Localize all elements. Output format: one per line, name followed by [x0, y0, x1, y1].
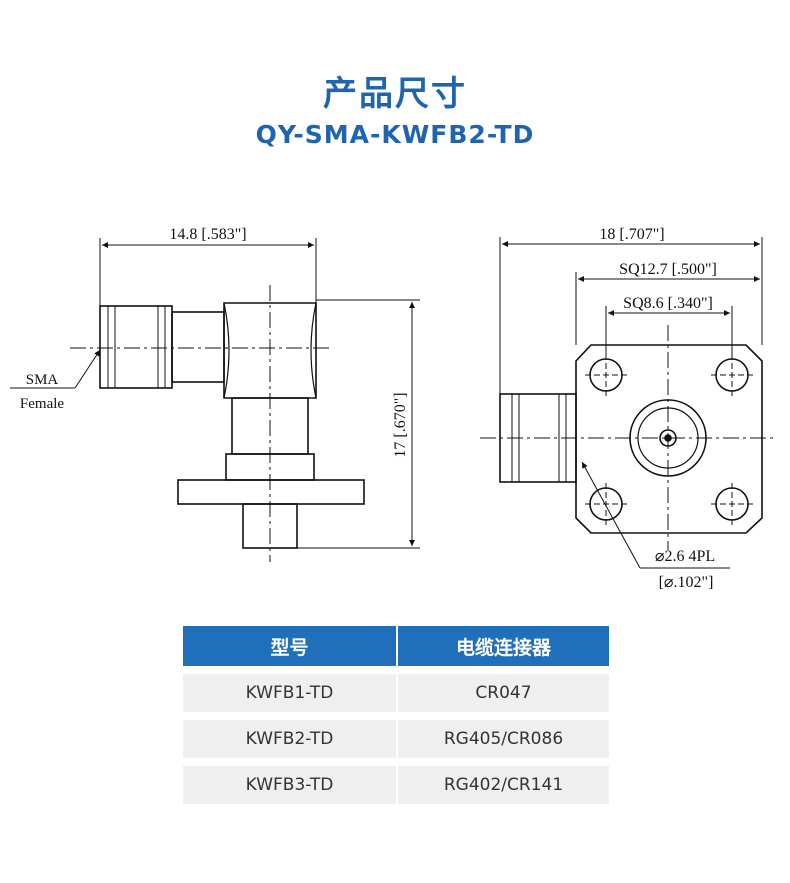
row-model: KWFB3-TD — [183, 766, 396, 804]
row-model: KWFB2-TD — [183, 720, 396, 758]
front-hole-inch-label: [⌀.102"] — [659, 574, 714, 591]
side-view — [10, 238, 420, 562]
female-label: Female — [20, 396, 64, 412]
front-sq-inner-label: SQ8.6 [.340"] — [623, 295, 713, 312]
header-cable: 电缆连接器 — [398, 626, 609, 666]
front-overall-label: 18 [.707"] — [599, 226, 664, 243]
sma-neck — [171, 311, 225, 383]
front-sq-outer-label: SQ12.7 [.500"] — [619, 261, 717, 278]
model-number: QY-SMA-KWFB2-TD — [255, 120, 535, 149]
table-row: KWFB1-TD CR047 — [183, 674, 609, 712]
flange — [177, 479, 365, 505]
header-model: 型号 — [183, 626, 396, 666]
sma-hex-body — [99, 305, 173, 389]
table-row: KWFB3-TD RG402/CR141 — [183, 766, 609, 804]
front-hole-label: ⌀2.6 4PL — [655, 548, 715, 565]
sma-label: SMA — [26, 372, 59, 388]
table-header-row: 型号 电缆连接器 — [183, 626, 609, 666]
spec-table: 型号 电缆连接器 KWFB1-TD CR047 KWFB2-TD RG405/C… — [183, 626, 609, 812]
row-cable: CR047 — [398, 674, 609, 712]
row-cable: RG405/CR086 — [398, 720, 609, 758]
row-cable: RG402/CR141 — [398, 766, 609, 804]
table-row: KWFB2-TD RG405/CR086 — [183, 720, 609, 758]
front-view — [480, 237, 775, 569]
side-height-label: 17 [.670"] — [392, 392, 409, 457]
row-model: KWFB1-TD — [183, 674, 396, 712]
page-title: 产品尺寸 — [323, 74, 467, 114]
side-width-label: 14.8 [.583"] — [169, 226, 246, 243]
